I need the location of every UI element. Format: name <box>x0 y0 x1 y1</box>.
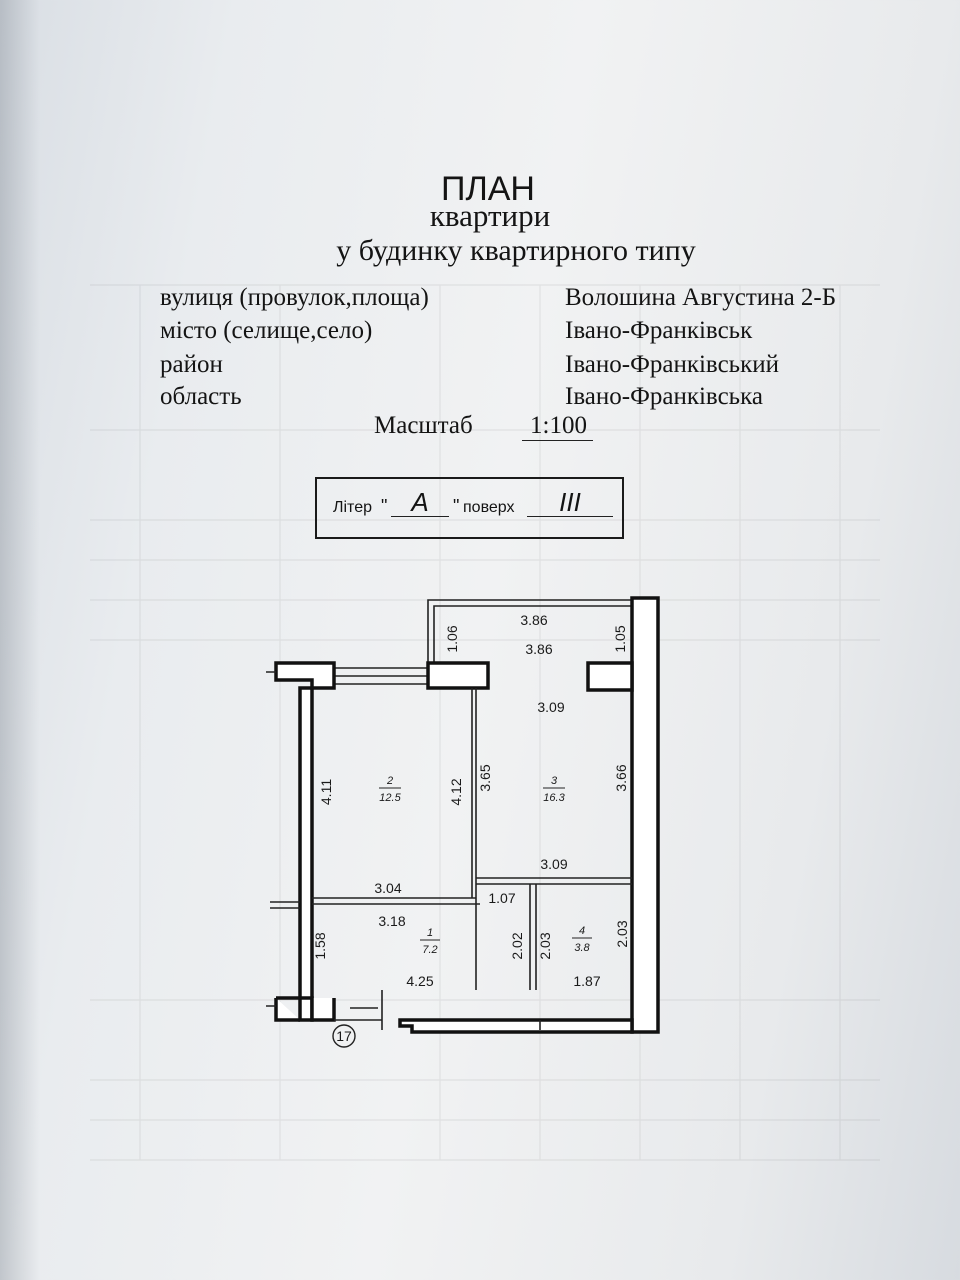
room-area: 3.8 <box>574 942 590 954</box>
quote-mark: " <box>381 496 388 516</box>
liter-label: Літер <box>333 499 372 516</box>
city-label: місто (селище,село) <box>160 317 373 344</box>
city-value: Івано-Франківськ <box>565 317 753 344</box>
dimension-label: 1.05 <box>612 625 628 652</box>
exterior-wall-bottom <box>398 1018 634 1034</box>
axis-marker-label: 17 <box>336 1028 352 1044</box>
exterior-wall-right <box>630 596 660 1034</box>
liter-floor-box: Літер " А " поверх III <box>315 477 624 539</box>
page-subtitle-2: у будинку квартирного типу <box>336 234 696 267</box>
floor-label: поверх <box>463 499 515 516</box>
dimension-label: 2.03 <box>537 932 553 959</box>
wall-pier <box>586 661 634 692</box>
room-number: 2 <box>386 775 393 787</box>
district-label: район <box>160 351 223 378</box>
region-value: Івано-Франківська <box>565 383 763 410</box>
balcony-outline <box>427 599 632 663</box>
street-value: Волошина Августина 2-Б <box>565 284 837 311</box>
axis-marker <box>332 1024 356 1048</box>
partition-room3-closet <box>476 877 632 885</box>
room-area: 16.3 <box>543 792 565 804</box>
street-label: вулиця (провулок,площа) <box>160 284 429 311</box>
dimension-label: 3.09 <box>537 699 564 715</box>
room-area: 7.2 <box>422 944 437 956</box>
room-number: 1 <box>427 927 433 939</box>
dimension-label: 1.07 <box>488 890 515 906</box>
dimension-label: 2.03 <box>614 920 630 947</box>
room-1-label: 1 7.2 <box>420 927 440 956</box>
page-subtitle: квартири <box>429 198 551 233</box>
room-4-label: 4 3.8 <box>572 925 592 954</box>
dimension-label: 3.86 <box>520 612 547 628</box>
quote-mark: " <box>453 496 460 516</box>
window-frame <box>334 667 428 685</box>
dimension-label: 2.02 <box>509 932 525 959</box>
dimension-label: 3.66 <box>613 764 629 791</box>
room-3-label: 3 16.3 <box>543 775 566 804</box>
floor-value: III <box>527 488 613 517</box>
dimension-label: 3.09 <box>540 856 567 872</box>
district-value: Івано-Франківський <box>565 351 779 378</box>
dimension-label: 3.18 <box>378 913 405 929</box>
partition-closet <box>529 884 537 990</box>
partition-room2-room3 <box>471 688 477 898</box>
exterior-wall-left <box>298 686 314 1022</box>
dimension-label: 3.65 <box>477 764 493 791</box>
page-title: ПЛАН <box>441 170 535 208</box>
dimension-label: 4.12 <box>448 778 464 805</box>
dimension-label: 3.86 <box>525 641 552 657</box>
partition-room2-corridor <box>312 897 480 905</box>
region-label: область <box>160 383 242 410</box>
scale-value: 1:100 <box>522 412 593 441</box>
page-shadow <box>0 0 40 1280</box>
dimension-label: 3.04 <box>374 880 401 896</box>
grid-tick <box>266 671 541 1030</box>
scale-label: Масштаб <box>374 412 473 439</box>
liter-value: А <box>391 488 449 517</box>
room-area: 12.5 <box>379 792 401 804</box>
wall-pier <box>274 661 336 690</box>
dimension-label: 4.11 <box>318 779 334 805</box>
dimension-label: 4.25 <box>406 973 433 989</box>
room-number: 4 <box>579 925 585 937</box>
entrance-door <box>334 990 383 1030</box>
dimension-label: 1.06 <box>444 625 460 652</box>
room-2-label: 2 12.5 <box>379 775 402 804</box>
dimension-label: 1.58 <box>312 932 328 959</box>
room-number: 3 <box>551 775 558 787</box>
dimension-label: 1.87 <box>573 973 600 989</box>
wall-pier <box>426 661 490 690</box>
